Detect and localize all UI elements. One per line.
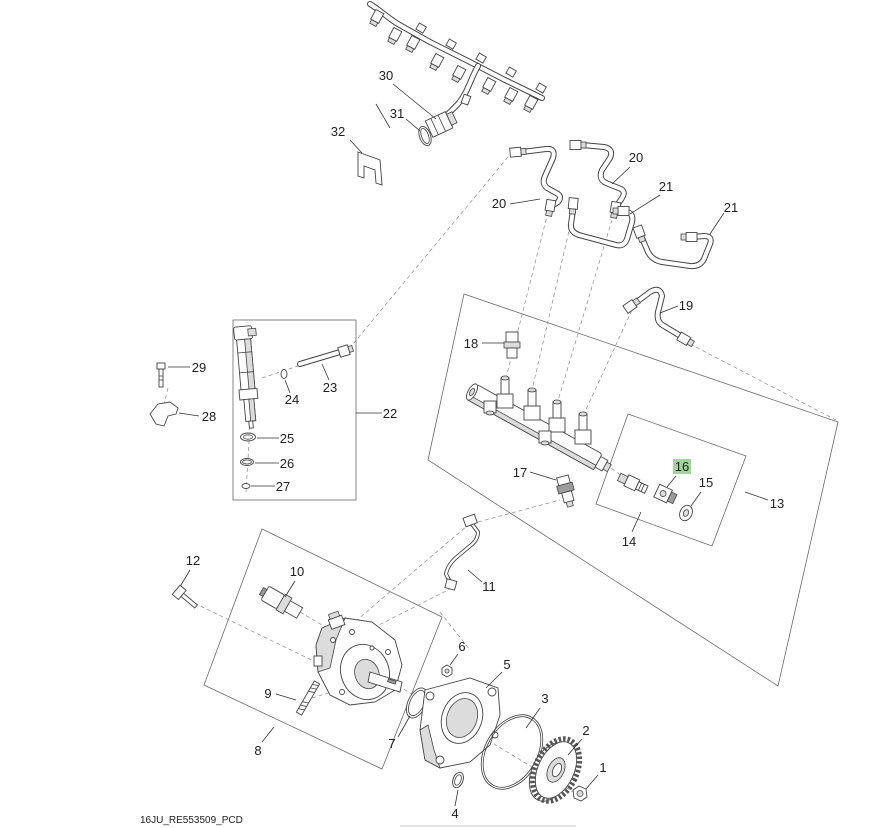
callout-6[interactable]: 6 — [458, 639, 465, 654]
pressure-valve-group-box — [595, 413, 747, 547]
connector-o-ring — [418, 125, 432, 147]
callout-27[interactable]: 27 — [276, 479, 290, 494]
callout-20[interactable]: 20 — [629, 150, 643, 165]
gear-nut — [572, 785, 588, 802]
fuel-injector — [233, 325, 259, 429]
fuel-line-19 — [622, 286, 695, 348]
rail-plug — [503, 331, 521, 359]
callout-18[interactable]: 18 — [464, 336, 478, 351]
pressure-sensor — [556, 474, 575, 508]
injector-connector-tube — [297, 344, 354, 367]
sealing-washer — [679, 504, 693, 522]
callout-21[interactable]: 21 — [724, 200, 738, 215]
fuel-pump — [313, 610, 403, 706]
callout-12[interactable]: 12 — [186, 553, 200, 568]
fuel-line-21-middle — [567, 197, 636, 249]
callout-20[interactable]: 20 — [492, 196, 506, 211]
harness-bracket — [357, 151, 383, 186]
fuel-line-21-right — [632, 224, 714, 270]
pump-wiring-lead — [444, 513, 480, 591]
pump-stud — [295, 680, 321, 716]
housing-o-ring — [452, 771, 464, 789]
callout-15[interactable]: 15 — [699, 475, 713, 490]
callout-11[interactable]: 11 — [482, 579, 496, 594]
pressure-limiting-valve — [616, 472, 649, 494]
callout-2[interactable]: 2 — [582, 723, 589, 738]
clamp-bolt — [156, 362, 166, 388]
callout-9[interactable]: 9 — [264, 686, 271, 701]
injector-group-box — [232, 319, 357, 501]
callout-24[interactable]: 24 — [285, 392, 299, 407]
pump-group-box — [203, 528, 443, 770]
callout-8[interactable]: 8 — [254, 743, 261, 758]
callout-14[interactable]: 14 — [622, 534, 636, 549]
wiring-harness — [367, 1, 547, 119]
fuel-line-20-right — [569, 140, 627, 219]
pump-drive-gear — [528, 736, 583, 804]
callout-19[interactable]: 19 — [679, 298, 693, 313]
callout-21[interactable]: 21 — [659, 179, 673, 194]
fuel-line-20-left — [509, 145, 563, 217]
tube-o-ring — [280, 369, 288, 379]
injector-clamp — [149, 401, 179, 427]
callout-22[interactable]: 22 — [383, 406, 397, 421]
callout-17[interactable]: 17 — [513, 465, 527, 480]
callout-10[interactable]: 10 — [290, 564, 304, 579]
callout-32[interactable]: 32 — [331, 124, 345, 139]
callout-25[interactable]: 25 — [280, 431, 294, 446]
valve-connector — [653, 483, 678, 505]
callout-4[interactable]: 4 — [451, 806, 458, 821]
leader-lines — [168, 83, 769, 807]
callout-7[interactable]: 7 — [388, 736, 395, 751]
diagram-code: 16JU_RE553509_PCD — [140, 815, 243, 826]
callout-16-highlight — [673, 459, 691, 474]
housing-nut — [441, 664, 453, 678]
metering-solenoid — [258, 586, 304, 619]
injector-seal-washer — [240, 432, 256, 442]
callout-30[interactable]: 30 — [379, 68, 393, 83]
fuel-rail — [465, 375, 612, 473]
scroll-indicator — [400, 825, 576, 827]
harness-connector — [424, 111, 458, 138]
gear-housing — [419, 677, 501, 769]
callout-23[interactable]: 23 — [323, 380, 337, 395]
callout-5[interactable]: 5 — [503, 657, 510, 672]
callout-28[interactable]: 28 — [202, 409, 216, 424]
callout-3[interactable]: 3 — [541, 691, 548, 706]
callout-13[interactable]: 13 — [770, 496, 784, 511]
callout-1[interactable]: 1 — [599, 760, 606, 775]
callout-29[interactable]: 29 — [192, 360, 206, 375]
fuel-rail-group-box — [427, 293, 839, 687]
callout-31[interactable]: 31 — [390, 106, 404, 121]
callout-16[interactable]: 16 — [675, 459, 689, 474]
callout-26[interactable]: 26 — [280, 456, 294, 471]
pump-bolt — [171, 584, 199, 609]
injector-o-ring-upper — [240, 458, 254, 466]
injector-o-ring-lower — [241, 483, 251, 489]
